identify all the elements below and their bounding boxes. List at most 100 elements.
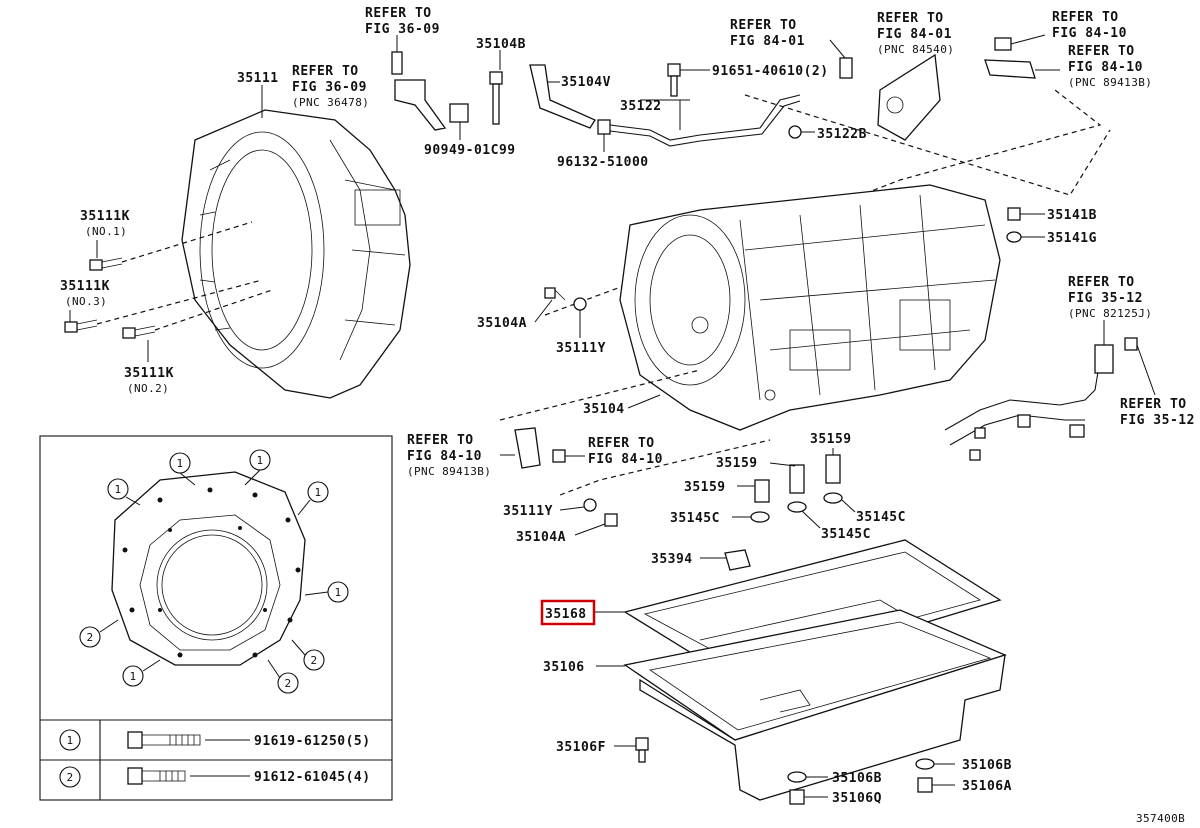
ref-note-1a: REFER TO bbox=[365, 6, 432, 21]
ref-note-8a: REFER TO bbox=[1120, 397, 1187, 412]
callout-35106b-left: 35106B bbox=[832, 771, 882, 786]
callout-35145c-b: 35145C bbox=[821, 527, 871, 542]
bolt-35111k-no1 bbox=[89, 257, 123, 271]
callout-35106f: 35106F bbox=[556, 740, 606, 755]
ref-note-9b: FIG 84-10 bbox=[407, 449, 482, 464]
legend-marker-2: 2 bbox=[66, 771, 73, 784]
converter-housing bbox=[181, 109, 411, 399]
ref-note-5a: REFER TO bbox=[1052, 10, 1119, 25]
inset-num: 1 bbox=[176, 457, 183, 470]
gasket-35145c-b bbox=[787, 501, 807, 513]
highlight-box-35168 bbox=[540, 599, 596, 626]
transmission-case bbox=[619, 184, 1001, 431]
callout-35106b-right: 35106B bbox=[962, 758, 1012, 773]
callout-35122b: 35122B bbox=[817, 127, 867, 142]
callout-35111k-no2-note: (NO.2) bbox=[127, 382, 169, 395]
ref-note-7c: (PNC 82125J) bbox=[1068, 307, 1152, 320]
callout-35111k-no1: 35111K bbox=[80, 209, 130, 224]
callout-35104b: 35104B bbox=[476, 37, 526, 52]
ref-note-7a: REFER TO bbox=[1068, 275, 1135, 290]
oring-35111y-top bbox=[573, 297, 587, 311]
legend-bolt-2-part: 91612-61045(4) bbox=[254, 770, 371, 785]
neutral-switch bbox=[839, 53, 941, 141]
inset-num: 1 bbox=[256, 454, 263, 467]
callout-35111k-no2: 35111K bbox=[124, 366, 174, 381]
inset-num: 1 bbox=[129, 670, 136, 683]
ref-note-2c: (PNC 36478) bbox=[292, 96, 369, 109]
plug-35159-b bbox=[789, 464, 805, 494]
bolt-35104b bbox=[489, 71, 503, 125]
bracket-36478 bbox=[391, 51, 447, 131]
inset-num: 2 bbox=[284, 677, 291, 690]
inset-bolt-pattern bbox=[39, 435, 393, 801]
inset-num: 2 bbox=[310, 654, 317, 667]
gasket-35106b-r bbox=[915, 758, 935, 770]
bolt-35111k-no3 bbox=[64, 319, 98, 333]
oil-pan-35106 bbox=[623, 609, 1007, 801]
callout-35111: 35111 bbox=[237, 71, 279, 86]
callout-35159-c: 35159 bbox=[810, 432, 852, 447]
ref-note-4b: FIG 84-01 bbox=[877, 27, 952, 42]
pipe-35122 bbox=[597, 94, 801, 147]
ref-note-1b: FIG 36-09 bbox=[365, 22, 440, 37]
ref-note-10b: FIG 84-10 bbox=[588, 452, 663, 467]
callout-35111k-no1-note: (NO.1) bbox=[85, 225, 127, 238]
ref-note-6a: REFER TO bbox=[1068, 44, 1135, 59]
ref-note-10a: REFER TO bbox=[588, 436, 655, 451]
ref-note-8b: FIG 35-12 bbox=[1120, 413, 1195, 428]
callout-35111k-no3-note: (NO.3) bbox=[65, 295, 107, 308]
bolt-35111k-no2 bbox=[122, 325, 156, 339]
callout-35145c-c: 35145C bbox=[856, 510, 906, 525]
callout-35145c-a: 35145C bbox=[670, 511, 720, 526]
callout-35168: 35168 bbox=[545, 607, 587, 622]
inset-num: 1 bbox=[314, 486, 321, 499]
ref-note-2a: REFER TO bbox=[292, 64, 359, 79]
inset-num: 1 bbox=[114, 483, 121, 496]
legend-marker-1: 1 bbox=[66, 734, 73, 747]
ref-note-5b: FIG 84-10 bbox=[1052, 26, 1127, 41]
callout-35111y-top: 35111Y bbox=[556, 341, 606, 356]
plug-35106q bbox=[789, 789, 805, 805]
legend-bolt-1-part: 91619-61250(5) bbox=[254, 734, 371, 749]
ref-note-6c: (PNC 89413B) bbox=[1068, 76, 1152, 89]
sensor-89413b bbox=[984, 59, 1036, 79]
inset-num: 2 bbox=[86, 631, 93, 644]
callout-35106a: 35106A bbox=[962, 779, 1012, 794]
wiring-harness bbox=[944, 337, 1138, 461]
callout-96132: 96132-51000 bbox=[557, 155, 649, 170]
ref-note-4a: REFER TO bbox=[877, 11, 944, 26]
ref-note-9c: (PNC 89413B) bbox=[407, 465, 491, 478]
ref-note-6b: FIG 84-10 bbox=[1068, 60, 1143, 75]
callout-35159-b: 35159 bbox=[716, 456, 758, 471]
gasket-35141g bbox=[1006, 231, 1022, 243]
ref-note-2b: FIG 36-09 bbox=[292, 80, 367, 95]
callout-35104a-bot: 35104A bbox=[516, 530, 566, 545]
gasket-35145c-a bbox=[750, 511, 770, 523]
oring-35122b bbox=[788, 125, 802, 139]
hose-35104v bbox=[529, 64, 596, 129]
callout-35141g: 35141G bbox=[1047, 231, 1097, 246]
bolt-84-10-lower bbox=[552, 449, 566, 463]
callout-35394: 35394 bbox=[651, 552, 693, 567]
callout-35106q: 35106Q bbox=[832, 791, 882, 806]
bolt-35104a-bot bbox=[604, 513, 618, 527]
bolt-35104a-top bbox=[544, 287, 566, 301]
callout-35111k-no3: 35111K bbox=[60, 279, 110, 294]
callout-35104: 35104 bbox=[583, 402, 625, 417]
bolt-91651 bbox=[667, 63, 681, 97]
ref-note-3b: FIG 84-01 bbox=[730, 34, 805, 49]
ref-note-9a: REFER TO bbox=[407, 433, 474, 448]
inset-num: 1 bbox=[334, 586, 341, 599]
callout-35159-a: 35159 bbox=[684, 480, 726, 495]
plug-35159-a bbox=[754, 479, 770, 503]
callout-91651: 91651-40610(2) bbox=[712, 64, 829, 79]
callout-35122: 35122 bbox=[620, 99, 662, 114]
sensor-89413b-lower bbox=[514, 427, 541, 469]
callout-90949: 90949-01C99 bbox=[424, 143, 516, 158]
callout-35104a-top: 35104A bbox=[477, 316, 527, 331]
ref-note-7b: FIG 35-12 bbox=[1068, 291, 1143, 306]
inset-callout-numbers: 1 1 1 1 1 1 2 2 2 bbox=[86, 454, 341, 690]
plug-35159-c bbox=[825, 454, 841, 484]
callout-35104v: 35104V bbox=[561, 75, 611, 90]
